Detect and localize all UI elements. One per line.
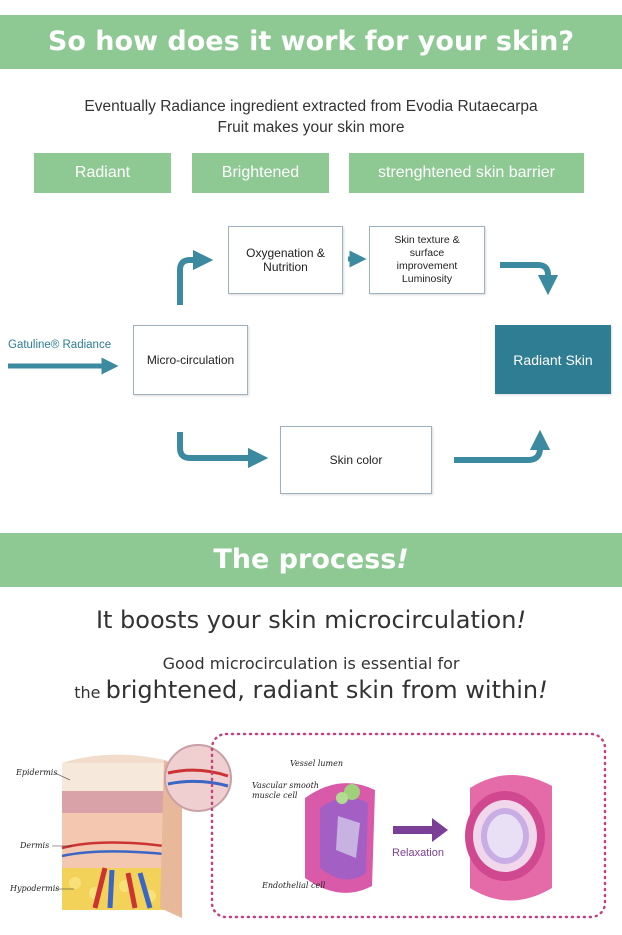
- process-headline-text: It boosts your skin microcirculation: [95, 606, 517, 634]
- vessel-relaxed: [465, 774, 552, 901]
- radiant-skin-label: Radiant Skin: [513, 351, 593, 368]
- detail-frame: [210, 732, 607, 919]
- label-dermis: Dermis: [19, 841, 49, 850]
- arrow-to-oxygenation: [177, 249, 214, 305]
- label-vascular-1: Vascular smooth: [252, 781, 319, 790]
- texture-label-4: Luminosity: [401, 273, 453, 285]
- label-relaxation: Relaxation: [392, 847, 444, 859]
- micro-circulation-label: Micro-circulation: [146, 353, 235, 367]
- arrow-to-result-bottom: [454, 429, 551, 463]
- process-final: the brightened, radiant skin from within…: [0, 676, 622, 704]
- oxygenation-label-1: Oxygenation &: [246, 246, 325, 260]
- process-headline: It boosts your skin microcirculation!: [0, 606, 622, 634]
- intro-line-2: Fruit makes your skin more: [217, 119, 405, 136]
- process-sub: Good microcirculation is essential for: [162, 654, 460, 673]
- box-radiant-skin: Radiant Skin: [495, 325, 611, 394]
- tag-skin-barrier: strenghtened skin barrier: [349, 153, 584, 193]
- label-endothelial: Endothelial cell: [261, 881, 326, 890]
- process-title: The process: [213, 544, 397, 575]
- process-banner: The process!: [0, 533, 622, 587]
- skin-color-label: Skin color: [329, 453, 383, 467]
- process-headline-mark: !: [516, 606, 527, 634]
- relaxation-arrow: [393, 818, 448, 842]
- magnifier-detail: [164, 744, 232, 812]
- label-hypodermis: Hypodermis: [9, 884, 59, 893]
- box-oxygenation: Oxygenation & Nutrition: [228, 226, 343, 294]
- oxygenation-label-2: Nutrition: [263, 260, 308, 274]
- intro-line-1: Eventually Radiance ingredient extracted…: [84, 98, 538, 115]
- process-final-mark: !: [538, 676, 548, 704]
- arrow-to-skin-color: [177, 432, 269, 469]
- process-title-mark: !: [396, 544, 409, 575]
- texture-label-2: surface: [409, 247, 445, 259]
- texture-label-3: improvement: [396, 260, 458, 272]
- label-vessel-lumen: Vessel lumen: [290, 759, 343, 768]
- flow-arrows: [8, 249, 559, 469]
- tag-brightened: Brightened: [192, 153, 329, 193]
- arrow-to-result-top: [500, 262, 559, 296]
- vessel-constricted: [305, 783, 375, 893]
- box-skin-texture: Skin texture & surface improvement Lumin…: [369, 226, 485, 294]
- header-banner: So how does it work for your skin?: [0, 15, 622, 69]
- tag-radiant: Radiant: [34, 153, 171, 193]
- box-micro-circulation: Micro-circulation: [133, 325, 248, 395]
- texture-label-1: Skin texture &: [394, 234, 460, 246]
- label-vascular-2: muscle cell: [252, 791, 298, 800]
- source-label: Gatuline® Radiance: [8, 339, 112, 351]
- label-epidermis: Epidermis: [15, 768, 57, 777]
- process-final-prefix: the: [74, 683, 106, 702]
- box-skin-color: Skin color: [280, 426, 432, 494]
- header-title: So how does it work for your skin?: [47, 26, 575, 57]
- microcirculation-illustration: Epidermis Dermis Hypodermis Vessel lumen…: [9, 732, 607, 919]
- process-final-main: brightened, radiant skin from within: [105, 676, 539, 704]
- skin-cross-section: [61, 754, 182, 918]
